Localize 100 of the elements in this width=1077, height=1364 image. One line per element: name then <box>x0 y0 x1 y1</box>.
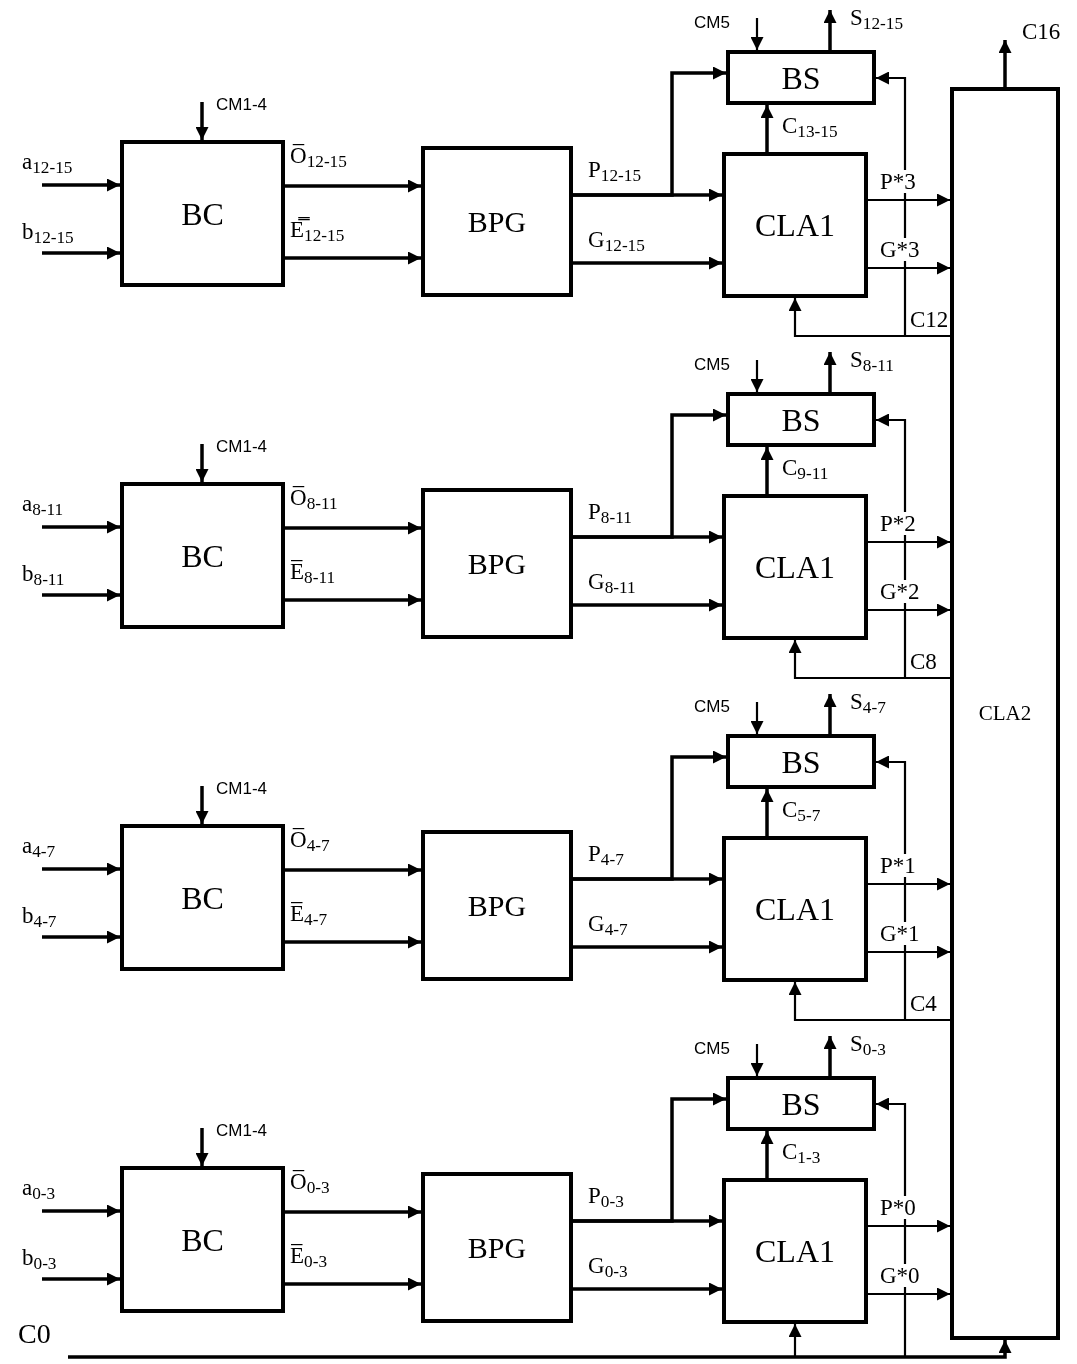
arrow <box>42 862 120 876</box>
signal-label: P*3 <box>880 170 916 193</box>
arrow <box>42 178 120 192</box>
function-block <box>421 146 573 297</box>
signal-label: E̅$_{4-7}$ <box>290 902 328 925</box>
function-block <box>421 1172 573 1323</box>
signal-label: E̿$_{12-15}$ <box>290 218 345 241</box>
arrow <box>760 105 774 152</box>
arrow <box>823 1036 837 1076</box>
signal-label: O̅$_{0-3}$ <box>290 1170 330 1193</box>
block-label: CLA1 <box>755 890 835 929</box>
arrow <box>750 702 764 734</box>
arrow <box>573 408 726 539</box>
function-block <box>120 824 285 971</box>
block-label: BS <box>781 400 821 440</box>
function-block <box>722 152 868 298</box>
arrow <box>868 603 950 617</box>
arrow <box>195 786 209 824</box>
signal-label: P*0 <box>880 1196 916 1219</box>
arrow <box>823 694 837 734</box>
arrow <box>573 598 722 612</box>
arrow <box>195 102 209 140</box>
signal-label: G*3 <box>880 238 920 261</box>
signal-label: O̅$_{4-7}$ <box>290 828 330 851</box>
signal-label: CM5 <box>694 356 730 373</box>
arrow <box>42 930 120 944</box>
block-label: BPG <box>467 888 527 924</box>
function-block <box>120 482 285 629</box>
signal-label: CM5 <box>694 14 730 31</box>
arrow <box>573 66 726 197</box>
signal-label: b$_{8-11}$ <box>22 562 65 585</box>
arrow <box>68 1340 1012 1359</box>
arrow <box>42 1272 120 1286</box>
arrow <box>868 1287 950 1301</box>
signal-label: CM1-4 <box>216 96 267 113</box>
arrow <box>195 1128 209 1166</box>
arrow <box>868 261 950 275</box>
arrow <box>42 246 120 260</box>
arrow <box>750 18 764 50</box>
arrow <box>760 447 774 494</box>
arrow <box>285 179 421 193</box>
arrow <box>868 193 950 207</box>
signal-label: P*2 <box>880 512 916 535</box>
arrow <box>573 1282 722 1296</box>
function-block <box>722 1178 868 1324</box>
arrow <box>868 945 950 959</box>
arrow <box>285 1277 421 1291</box>
function-block <box>726 50 876 105</box>
function-block <box>950 87 1060 1340</box>
arrow <box>285 521 421 535</box>
signal-label: G*2 <box>880 580 920 603</box>
arrow <box>285 593 421 607</box>
signal-label: CM1-4 <box>216 780 267 797</box>
arrow <box>750 1044 764 1076</box>
block-label: CLA1 <box>755 206 835 245</box>
arrow <box>285 1205 421 1219</box>
arrow <box>573 940 722 954</box>
block-label: BS <box>781 1084 821 1124</box>
signal-label: G*0 <box>880 1264 920 1287</box>
function-block <box>726 1076 876 1131</box>
function-block <box>726 734 876 789</box>
function-block <box>421 830 573 981</box>
function-block <box>726 392 876 447</box>
arrow <box>750 360 764 392</box>
signal-label: CM1-4 <box>216 438 267 455</box>
arrow <box>573 1092 726 1223</box>
block-label: CLA1 <box>755 548 835 587</box>
block-label: BS <box>781 742 821 782</box>
signal-label: b$_{0-3}$ <box>22 1246 57 1269</box>
arrow <box>823 352 837 392</box>
arrow <box>876 413 950 680</box>
arrow <box>868 877 950 891</box>
function-block <box>722 836 868 982</box>
arrow <box>42 588 120 602</box>
signal-label: E̅$_{0-3}$ <box>290 1244 328 1267</box>
function-block <box>120 1166 285 1313</box>
arrow <box>573 256 722 270</box>
arrow <box>285 863 421 877</box>
signal-label: CM1-4 <box>216 1122 267 1139</box>
block-label: BC <box>181 1220 224 1260</box>
function-block <box>722 494 868 640</box>
signal-label: P*1 <box>880 854 916 877</box>
block-label: BC <box>181 878 224 918</box>
block-label: BC <box>181 536 224 576</box>
block-label: BPG <box>467 546 527 582</box>
arrow <box>760 1131 774 1178</box>
block-label: BS <box>781 58 821 98</box>
arrow <box>285 251 421 265</box>
block-label: BC <box>181 194 224 234</box>
function-block <box>120 140 285 287</box>
arrow <box>868 535 950 549</box>
arrow <box>876 755 950 1022</box>
signal-label: b$_{4-7}$ <box>22 904 57 927</box>
arrow <box>998 40 1012 87</box>
signal-label: O̅$_{12-15}$ <box>290 144 347 167</box>
signal-label: O̅$_{8-11}$ <box>290 486 338 509</box>
function-block <box>421 488 573 639</box>
block-label: BPG <box>467 204 527 240</box>
block-label: CLA1 <box>755 1232 835 1271</box>
block-label: CLA2 <box>978 699 1032 727</box>
